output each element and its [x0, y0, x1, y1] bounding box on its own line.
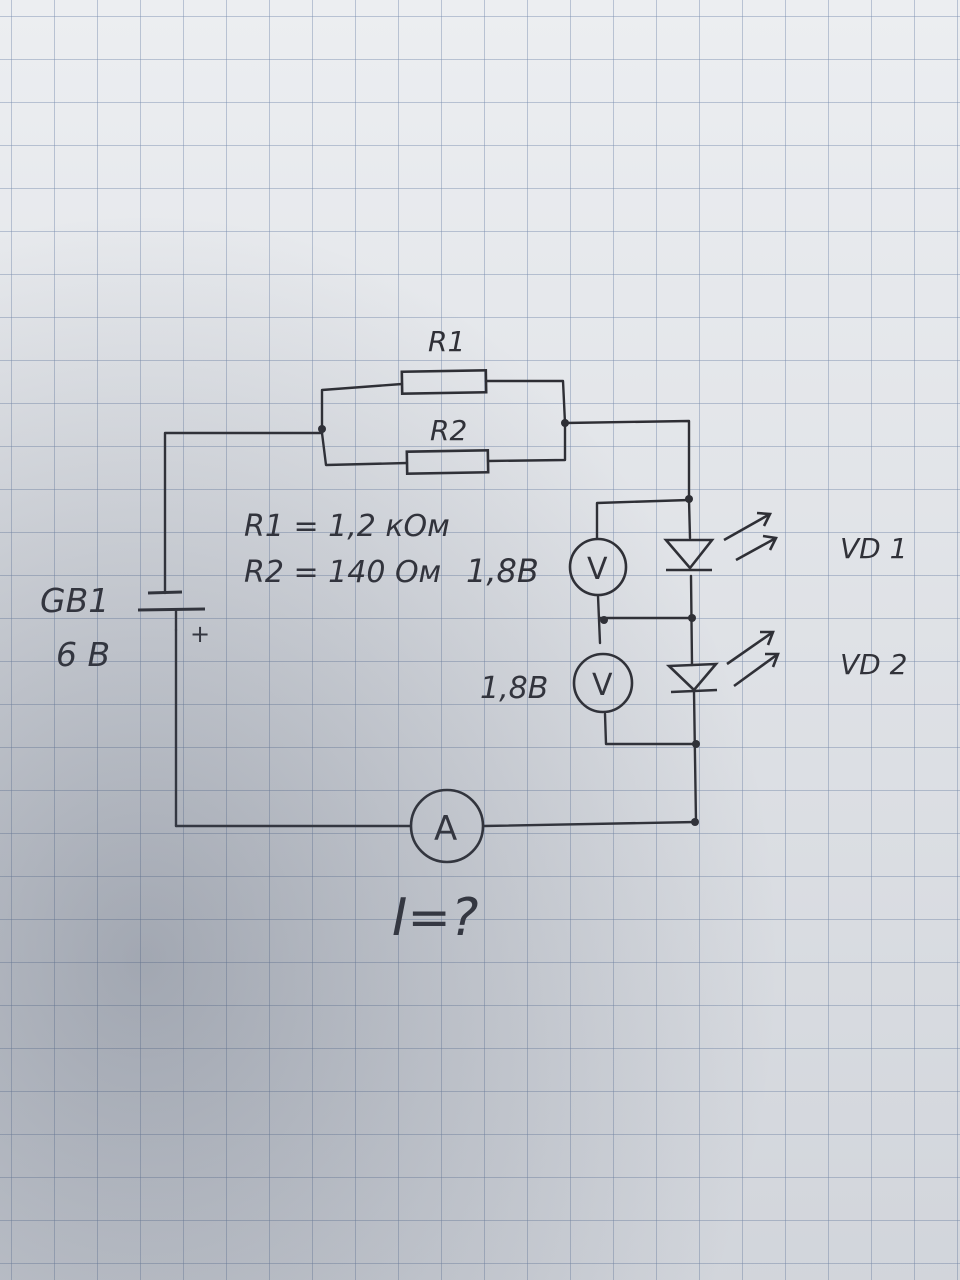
- led-vd2: [665, 630, 780, 694]
- battery-voltage-label: 6 В: [56, 635, 110, 674]
- junction-right: [561, 419, 569, 427]
- led-vd1: [663, 511, 778, 572]
- voltmeter-1: [568, 537, 628, 597]
- r2-value-text: R2 = 140 Ом: [244, 555, 441, 590]
- voltmeter-2-symbol: V: [592, 668, 613, 703]
- battery-plus-sign: +: [190, 620, 210, 648]
- ammeter: [409, 788, 485, 864]
- voltmeter-1-symbol: V: [587, 552, 608, 587]
- battery-gb1: [137, 590, 206, 632]
- r2-label: R2: [430, 414, 467, 447]
- voltmeter-1-reading: 1,8В: [466, 552, 539, 590]
- ammeter-symbol: A: [434, 809, 457, 849]
- voltmeter-2: [572, 652, 634, 714]
- main-loop-wires: [163, 419, 698, 828]
- resistor-r2: [405, 448, 490, 476]
- battery-name-label: GB1: [40, 581, 109, 620]
- resistor-r1: [400, 368, 488, 396]
- r1-value-text: R1 = 1,2 кОм: [244, 509, 450, 544]
- vd2-label: VD 2: [840, 648, 907, 681]
- voltmeter-branches: [595, 495, 700, 826]
- junction-left: [318, 425, 326, 433]
- voltmeter-2-reading: 1,8В: [480, 671, 548, 706]
- question-text: I=?: [392, 888, 479, 948]
- vd1-label: VD 1: [840, 532, 907, 565]
- resistor-bank: [318, 368, 569, 476]
- r1-label: R1: [428, 325, 465, 358]
